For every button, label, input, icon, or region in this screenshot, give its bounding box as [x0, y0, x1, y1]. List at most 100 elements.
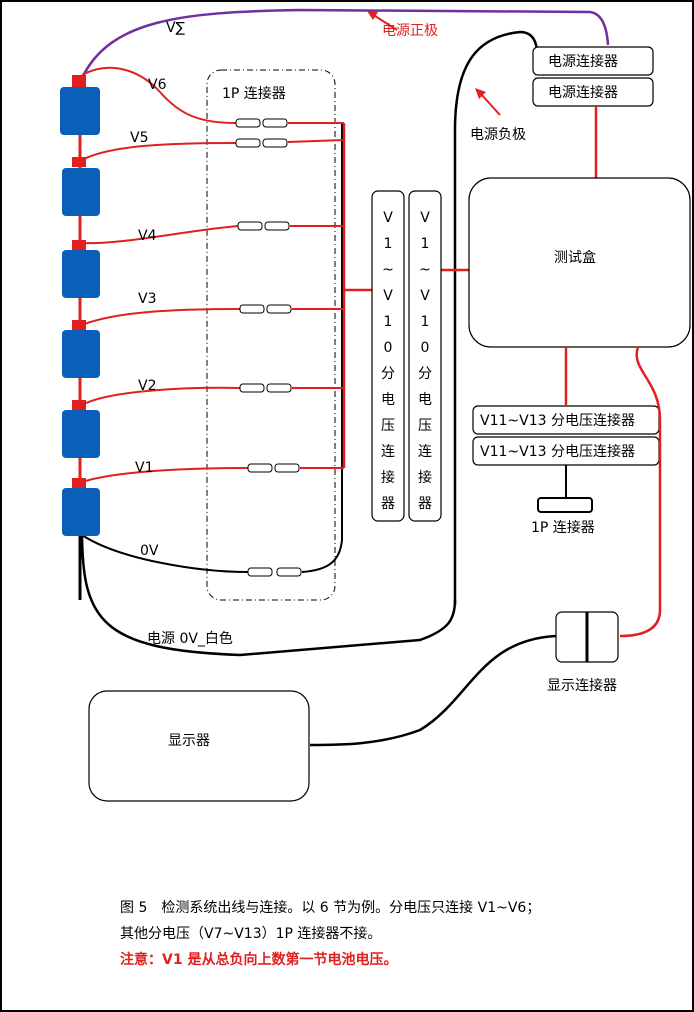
v1-v10-char: 电 — [418, 392, 432, 408]
v1-v10-char: 器 — [418, 496, 432, 512]
1p-plug — [237, 221, 263, 231]
v2-wire — [81, 386, 241, 406]
power-negative-wire — [453, 30, 539, 605]
v1-v10-char: 连 — [381, 444, 395, 460]
battery-cell-4 — [62, 250, 100, 298]
v1-v10-char: 压 — [418, 418, 432, 434]
label-power-connector-2: 电源连接器 — [548, 84, 618, 101]
v1-v10-char: V — [420, 288, 430, 304]
label-1p-connector-bottom: 1P 连接器 — [531, 519, 595, 536]
v5-wire — [81, 142, 237, 161]
label-v6: V6 — [148, 77, 167, 93]
zero-v-wire — [81, 534, 249, 573]
battery-terminal — [72, 240, 86, 250]
1p-plug — [239, 383, 265, 393]
1p-plug — [274, 463, 300, 473]
1p-plug — [276, 567, 302, 577]
positive-arrow-line — [371, 13, 398, 31]
power-0v-wire — [80, 529, 457, 657]
negative-arrow-head — [475, 88, 486, 99]
display-box — [88, 690, 310, 802]
label-v5: V5 — [130, 130, 148, 146]
1p-plug — [266, 383, 292, 393]
v1-v10-label-left: V 1 ~ V 1 0 分电压连接器 — [381, 210, 395, 512]
v1-v10-char: 接 — [418, 469, 432, 486]
battery-cell-5 — [62, 168, 100, 216]
v1-v10-char: 分 — [381, 366, 395, 382]
v1-v10-char: 1 — [421, 314, 430, 330]
power-connector-2 — [532, 77, 654, 107]
v1-v10-char: 器 — [381, 496, 395, 512]
battery-cell-3 — [62, 330, 100, 378]
caption-line-2: 其他分电压（V7~V13）1P 连接器不接。 — [120, 925, 381, 942]
1p-plug — [239, 304, 265, 314]
label-v3: V3 — [138, 291, 156, 307]
label-v1: V1 — [135, 460, 153, 476]
battery-terminal — [72, 400, 86, 410]
v1-v10-char: V — [383, 210, 393, 226]
label-v11-v13-connector-1: V11~V13 分电压连接器 — [480, 412, 635, 429]
v1-v10-char: 接 — [381, 469, 395, 486]
v1-v10-char: ~ — [419, 262, 431, 278]
positive-arrow-head — [367, 11, 378, 20]
v1-v10-char: 1 — [421, 236, 430, 252]
battery-cell-1 — [62, 488, 100, 536]
label-power-negative: 电源负极 — [470, 127, 526, 143]
display-cable — [309, 634, 557, 747]
battery-string — [60, 75, 100, 536]
negative-arrow-line — [479, 92, 501, 116]
test-box — [468, 177, 691, 348]
v3-wire — [81, 308, 241, 326]
label-v11-v13-connector-2: V11~V13 分电压连接器 — [480, 443, 635, 460]
battery-terminal — [72, 157, 86, 167]
testbox-to-display-connector-wire — [619, 346, 662, 638]
1p-plug — [264, 221, 290, 231]
v1-v10-connector-right — [408, 190, 442, 522]
1p-plug — [262, 118, 288, 128]
v5-wire-out — [287, 139, 345, 143]
1p-plug — [235, 118, 261, 128]
v1-v10-char: V — [383, 288, 393, 304]
v1-v10-connector-left — [371, 190, 405, 522]
battery-cell-6 — [60, 87, 100, 135]
1p-plug — [247, 463, 273, 473]
v1-v10-char: 0 — [421, 340, 430, 356]
battery-cell-2 — [62, 410, 100, 458]
v6-wire — [81, 66, 237, 124]
label-display-connector: 显示连接器 — [547, 677, 617, 694]
label-test-box: 测试盒 — [554, 249, 596, 266]
1p-plug — [235, 138, 261, 148]
v4-wire — [81, 225, 239, 245]
label-display: 显示器 — [168, 733, 210, 749]
v1-v10-char: 压 — [381, 418, 395, 434]
v1-v10-char: 1 — [384, 236, 393, 252]
v1-v10-char: 1 — [384, 314, 393, 330]
zero-v-return — [301, 123, 343, 573]
label-0v: 0V — [140, 543, 159, 559]
caption-line-1: 图 5 检测系统出线与连接。以 6 节为例。分电压只连接 V1~V6； — [120, 899, 540, 916]
label-1p-connector-top: 1P 连接器 — [222, 85, 286, 102]
caption-note: 注意：V1 是从总负向上数第一节电池电压。 — [120, 951, 397, 968]
battery-terminal — [72, 75, 86, 87]
1p-plug — [266, 304, 292, 314]
v1-v10-char: ~ — [382, 262, 394, 278]
label-v2: V2 — [138, 378, 156, 394]
label-power-positive: 电源正极 — [382, 23, 438, 39]
v1-v10-char: 0 — [384, 340, 393, 356]
label-v-sum: V∑ — [166, 20, 186, 36]
connector-1p-bottom-plug — [537, 497, 593, 513]
battery-terminal — [72, 478, 86, 488]
v1-v10-char: 连 — [418, 444, 432, 460]
connector-1p-region — [206, 69, 336, 601]
v-sum-wire — [80, 8, 610, 79]
v1-v10-char: 分 — [418, 366, 432, 382]
1p-plug — [247, 567, 273, 577]
v1-wire — [81, 467, 249, 483]
label-power-connector-1: 电源连接器 — [548, 53, 618, 70]
label-v4: V4 — [138, 228, 157, 244]
v1-v10-char: 电 — [381, 392, 395, 408]
